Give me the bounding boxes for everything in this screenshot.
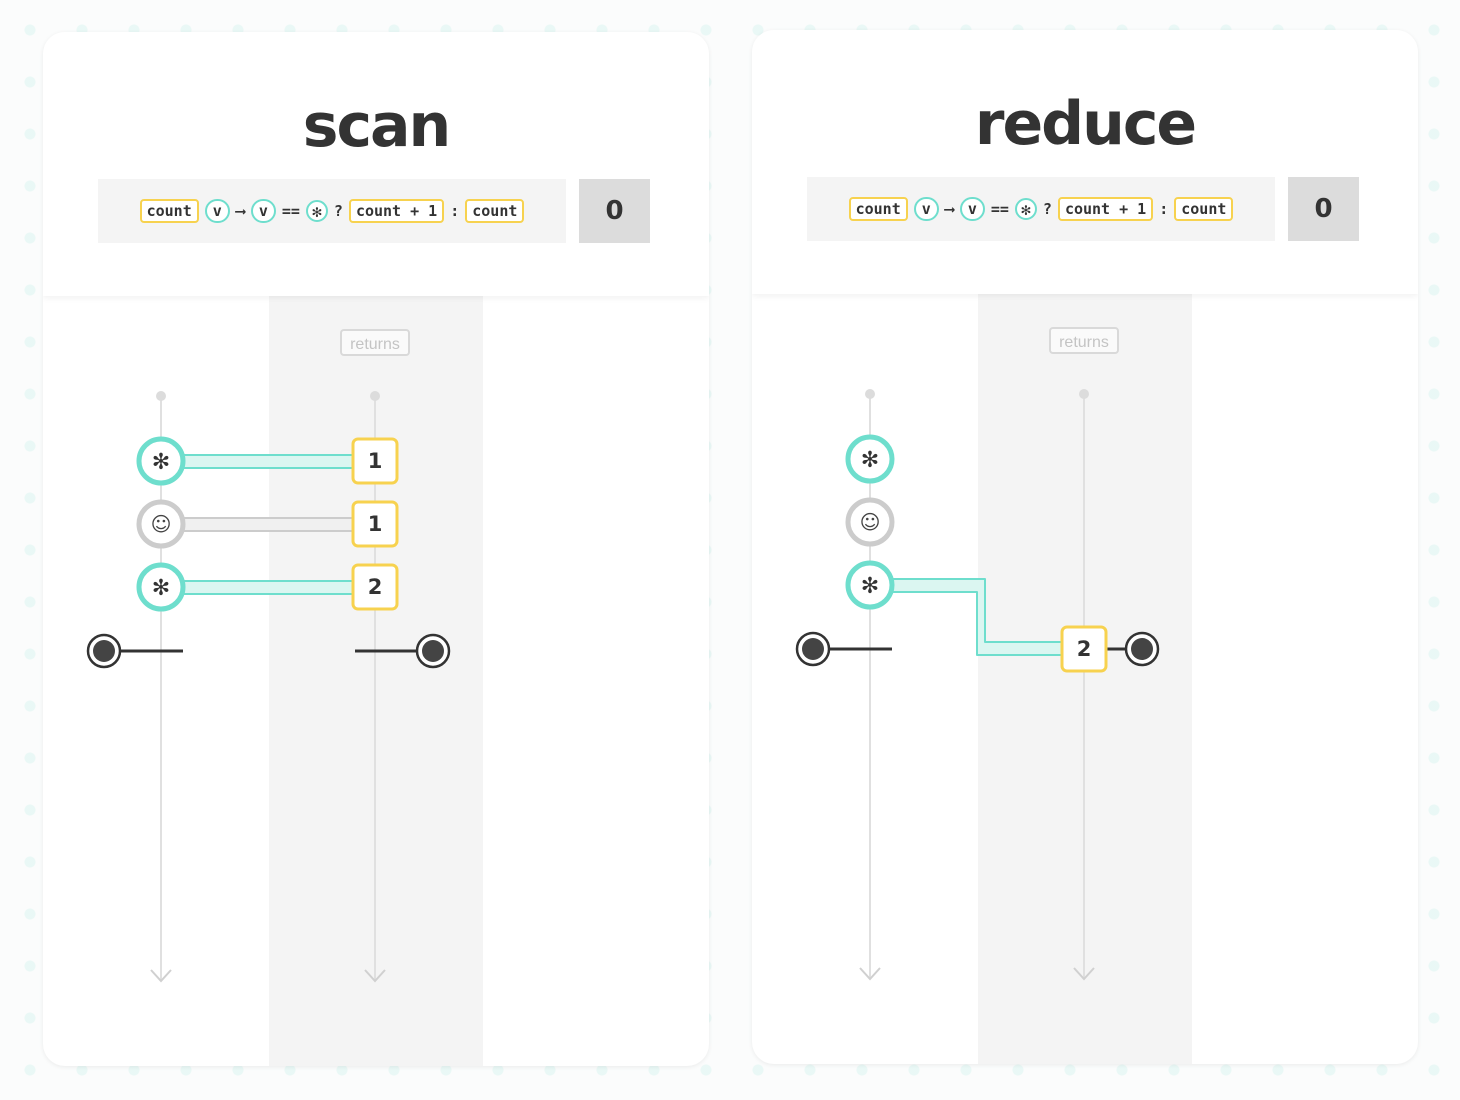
output-timeline-start <box>1079 389 1089 399</box>
input-timeline-start <box>865 389 875 399</box>
input-node-3: ✻ <box>845 560 895 610</box>
output-node-2: 1 <box>351 500 399 548</box>
reducer-formula: count v ⟶ v == ✻ ? count + 1 : count <box>98 179 566 243</box>
question-token: ? <box>333 202 343 220</box>
input-complete-marker <box>86 633 183 669</box>
panel-header: reduce count v ⟶ v == ✻ ? count + 1 : co… <box>752 30 1418 294</box>
reduce-panel: reduce count v ⟶ v == ✻ ? count + 1 : co… <box>752 30 1418 1064</box>
reducer-formula: count v ⟶ v == ✻ ? count + 1 : count <box>807 177 1275 241</box>
param-token: v <box>250 199 276 223</box>
arrow-token: ⟶ <box>235 202 245 220</box>
param-token: v <box>913 197 939 221</box>
panel-title: reduce <box>974 89 1197 159</box>
output-complete-marker <box>1124 631 1160 667</box>
asterisk-icon: ✻ <box>861 574 879 599</box>
seed-value: 0 <box>579 179 650 243</box>
returns-label: returns <box>340 329 410 356</box>
input-timeline-start <box>156 391 166 401</box>
accumulator-token: count <box>848 197 908 221</box>
asterisk-icon: ✻ <box>152 576 170 601</box>
input-node-3: ✻ <box>136 562 186 612</box>
output-complete-marker <box>355 633 451 669</box>
asterisk-token: ✻ <box>1014 198 1037 220</box>
output-timeline-arrow-icon <box>1073 967 1095 981</box>
output-node-1: 2 <box>1060 625 1108 673</box>
output-value: 1 <box>368 449 383 473</box>
connector-1 <box>182 454 356 469</box>
output-value: 2 <box>368 575 383 599</box>
scan-diagram: ✻ ☺ ✻ 1 1 2 <box>86 391 451 983</box>
input-node-2: ☺ <box>136 499 186 549</box>
returns-label: returns <box>1049 327 1119 354</box>
output-node-1: 1 <box>351 437 399 485</box>
smiley-icon: ☺ <box>151 512 172 536</box>
reduce-diagram: ✻ ☺ ✻ 2 <box>795 389 1160 981</box>
output-node-3: 2 <box>351 563 399 611</box>
input-complete-marker <box>795 631 892 667</box>
question-token: ? <box>1042 200 1052 218</box>
param-token: v <box>204 199 230 223</box>
input-node-1: ✻ <box>136 436 186 486</box>
seed-value: 0 <box>1288 177 1359 241</box>
connector-3 <box>182 580 356 595</box>
param-token: v <box>959 197 985 221</box>
asterisk-icon: ✻ <box>152 450 170 475</box>
else-token: count <box>465 199 525 223</box>
output-value: 2 <box>1077 637 1092 661</box>
asterisk-icon: ✻ <box>861 448 879 473</box>
equals-token: == <box>990 200 1009 218</box>
input-node-2: ☺ <box>845 497 895 547</box>
smiley-icon: ☺ <box>860 510 881 534</box>
input-timeline-arrow-icon <box>859 967 881 981</box>
equals-token: == <box>281 202 300 220</box>
output-value: 1 <box>368 512 383 536</box>
then-token: count + 1 <box>348 199 445 223</box>
colon-token: : <box>450 202 460 220</box>
input-timeline-arrow-icon <box>150 969 172 983</box>
panel-title: scan <box>302 91 451 161</box>
arrow-token: ⟶ <box>944 200 954 218</box>
accumulator-token: count <box>139 199 199 223</box>
else-token: count <box>1174 197 1234 221</box>
reduce-connector <box>891 578 1065 656</box>
output-timeline-start <box>370 391 380 401</box>
colon-token: : <box>1159 200 1169 218</box>
connector-2 <box>182 517 356 532</box>
then-token: count + 1 <box>1057 197 1154 221</box>
input-node-1: ✻ <box>845 434 895 484</box>
output-timeline-arrow-icon <box>364 969 386 983</box>
scan-panel: scan count v ⟶ v == ✻ ? count + 1 : coun… <box>43 32 709 1066</box>
panel-header: scan count v ⟶ v == ✻ ? count + 1 : coun… <box>43 32 709 296</box>
asterisk-token: ✻ <box>305 200 328 222</box>
